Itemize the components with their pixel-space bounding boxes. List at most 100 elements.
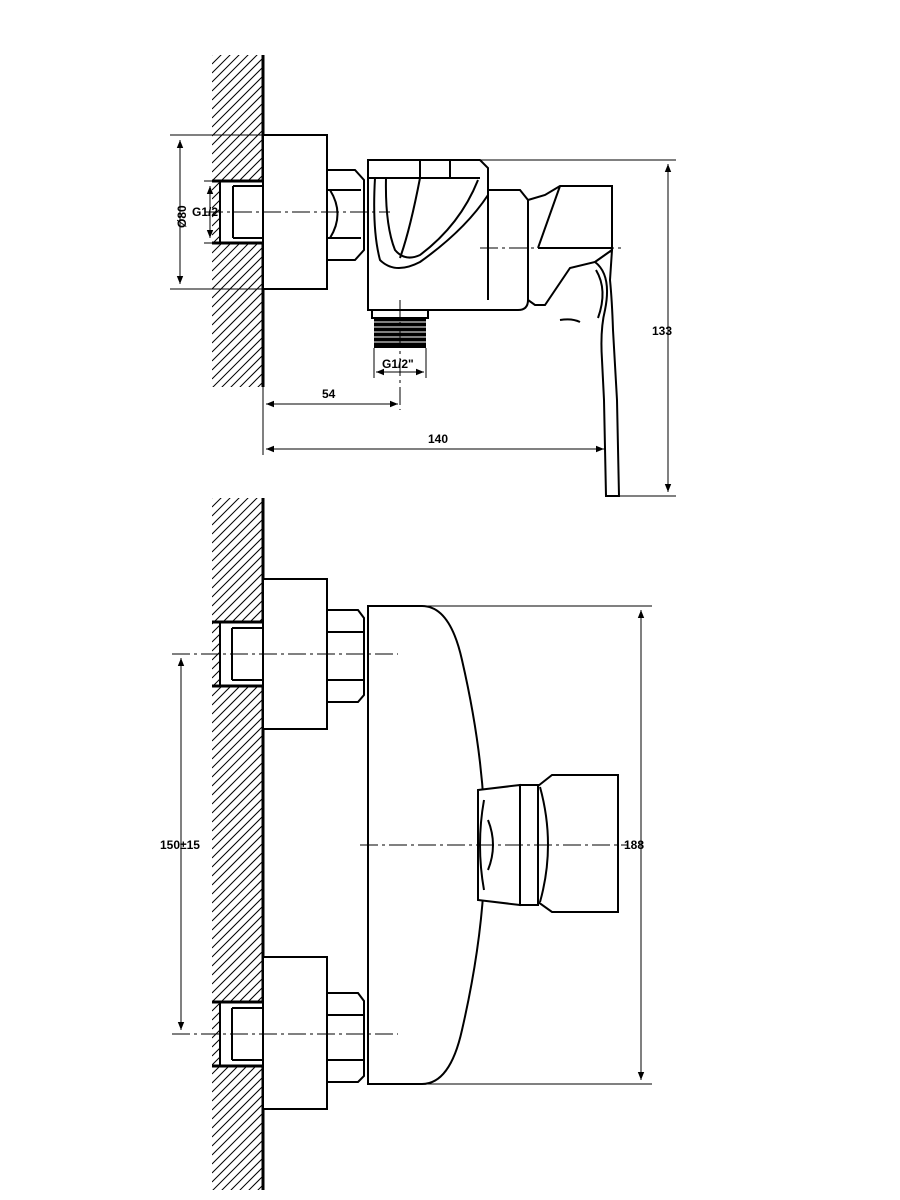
hatch-line xyxy=(212,726,262,778)
dim-inlet-thread: G1/2 xyxy=(192,180,220,244)
hatch-line xyxy=(212,1113,262,1165)
dim-diameter: Ø80 xyxy=(170,134,262,290)
hatch-line xyxy=(212,238,262,290)
hatch-line xyxy=(212,708,262,760)
hatch-line xyxy=(212,573,262,625)
hatch-line xyxy=(212,915,262,967)
hatch-line xyxy=(212,852,262,904)
hatch-line xyxy=(212,256,262,308)
hatch-line xyxy=(212,717,262,769)
dim-inlet-thread-label: G1/2 xyxy=(192,205,218,219)
hatch-line xyxy=(212,825,262,877)
side-view: Ø80 G1/2 G1/2" 54 140 xyxy=(170,55,676,497)
hatch-line xyxy=(239,364,262,387)
hatch-line xyxy=(212,528,262,580)
dim-center-distance-label: 150±15 xyxy=(160,838,200,852)
dim-projection-outlet-label: 54 xyxy=(322,387,336,401)
hatch-line xyxy=(212,924,262,976)
dim-body-height: 188 xyxy=(422,605,652,1085)
hatch-line xyxy=(212,319,262,371)
hatch-line xyxy=(212,816,262,868)
hatch-line xyxy=(212,55,240,83)
hatch-line xyxy=(212,798,262,850)
hatch-line xyxy=(212,690,262,742)
hatch-line xyxy=(212,58,262,110)
hatch-line xyxy=(212,76,262,128)
hatch-line xyxy=(212,519,262,571)
wall-hatch-top xyxy=(212,55,265,387)
hatch-line xyxy=(212,55,249,92)
hatch-line xyxy=(212,843,262,895)
mixer-body-side xyxy=(367,159,529,311)
hatch-line xyxy=(212,498,240,526)
hatch-line xyxy=(212,301,262,353)
hex-nut-top xyxy=(326,169,365,261)
hatch-line xyxy=(212,906,262,958)
hatch-line xyxy=(221,346,262,387)
hatch-line xyxy=(212,121,262,173)
hatch-line xyxy=(212,762,262,814)
hatch-line xyxy=(212,247,262,299)
hatch-line xyxy=(248,373,262,387)
hatch-line xyxy=(212,1095,262,1147)
hatch-line xyxy=(212,537,262,589)
front-view: 150±15 188 xyxy=(160,498,652,1190)
hatch-line xyxy=(212,130,262,182)
hatch-line xyxy=(212,879,262,931)
hatch-line xyxy=(212,951,262,1003)
hatch-line xyxy=(212,55,213,56)
hatch-line xyxy=(212,1104,262,1156)
dim-height: 133 xyxy=(480,159,676,497)
dim-outlet-thread-label: G1/2" xyxy=(382,357,414,371)
hatch-line xyxy=(212,870,262,922)
hatch-line xyxy=(248,1176,262,1190)
escutcheon-lower xyxy=(262,956,328,1110)
hatch-line xyxy=(212,498,222,508)
hatch-line xyxy=(212,834,262,886)
hatch-line xyxy=(221,1149,262,1190)
hatch-line xyxy=(212,265,262,317)
hatch-line xyxy=(212,897,262,949)
lever-handle-side xyxy=(559,247,621,497)
dim-projection-total: 140 xyxy=(266,432,604,453)
hatch-line xyxy=(212,94,262,146)
hatch-line xyxy=(212,1059,262,1111)
hatch-line xyxy=(212,498,249,535)
hatch-line xyxy=(212,1086,262,1138)
hatch-line xyxy=(212,498,231,517)
hatch-line xyxy=(212,510,262,562)
hatch-line xyxy=(212,564,262,616)
hatch-line xyxy=(212,1077,262,1129)
hatch-line xyxy=(212,861,262,913)
hatch-line xyxy=(212,1122,262,1174)
hatch-line xyxy=(212,555,262,607)
hatch-line xyxy=(257,382,262,387)
hatch-line xyxy=(230,1158,262,1190)
hatch-line xyxy=(212,1068,262,1120)
hatch-line xyxy=(212,942,262,994)
hatch-line xyxy=(230,355,262,387)
hatch-line xyxy=(212,699,262,751)
hatch-line xyxy=(212,498,258,544)
hatch-line xyxy=(212,103,262,155)
hatch-line xyxy=(212,274,262,326)
hatch-line xyxy=(212,55,258,101)
dim-body-height-label: 188 xyxy=(624,838,644,852)
handle-base-side xyxy=(527,185,613,306)
hatch-line xyxy=(212,283,262,335)
hatch-line xyxy=(212,328,262,380)
dim-projection-outlet: 54 xyxy=(262,387,398,455)
hatch-line xyxy=(212,753,262,805)
hatch-line xyxy=(212,780,262,832)
hatch-line xyxy=(212,292,262,344)
hatch-line xyxy=(212,337,262,387)
hatch-line xyxy=(212,85,262,137)
hatch-line xyxy=(212,1140,262,1190)
dim-diameter-label: Ø80 xyxy=(175,205,189,228)
dim-outlet-thread: G1/2" xyxy=(373,348,427,378)
hatch-line xyxy=(239,1167,262,1190)
hatch-line xyxy=(212,546,262,598)
wall-hatch-bottom xyxy=(212,498,265,1190)
cartridge-front xyxy=(477,774,619,913)
